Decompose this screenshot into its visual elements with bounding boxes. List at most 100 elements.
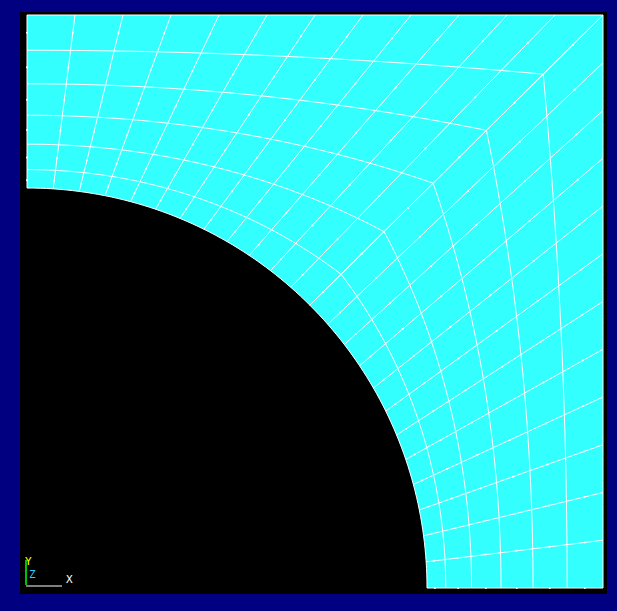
mesh-line	[180, 15, 315, 218]
mesh-node	[405, 428, 407, 430]
mesh-node	[394, 403, 396, 405]
mesh-node	[211, 109, 213, 111]
mesh-node	[436, 39, 438, 41]
mesh-node	[191, 70, 193, 72]
mesh-node	[354, 82, 356, 84]
mesh-node	[582, 405, 584, 407]
mesh-node	[311, 224, 313, 226]
mesh-node	[549, 587, 551, 589]
mesh-node	[26, 99, 28, 101]
mesh-node	[483, 520, 485, 522]
mesh-node	[375, 277, 377, 279]
mesh-node	[457, 357, 459, 359]
mesh-line	[27, 84, 486, 131]
mesh-node	[580, 269, 582, 271]
mesh-node	[430, 265, 432, 267]
mesh-node	[577, 179, 579, 181]
mesh-line	[105, 15, 171, 196]
mesh-line	[156, 15, 267, 209]
mesh-node	[192, 143, 194, 145]
mesh-node	[349, 184, 351, 186]
mesh-node	[540, 341, 542, 343]
mesh-line	[310, 15, 603, 305]
mesh-node	[484, 554, 486, 556]
mesh-node	[256, 157, 258, 159]
mesh-node	[458, 156, 460, 158]
mesh-node	[72, 32, 74, 34]
mesh-node	[572, 44, 574, 46]
mesh-node	[126, 134, 128, 136]
mesh-node	[572, 44, 574, 46]
axis-label: Z	[29, 569, 36, 581]
mesh-node	[458, 156, 460, 158]
mesh-node	[419, 236, 421, 238]
mesh-node	[116, 163, 118, 165]
mesh-node	[355, 132, 357, 134]
mesh-node	[285, 212, 287, 214]
mesh-node	[339, 312, 341, 314]
plot-window	[20, 12, 607, 594]
mesh-node	[583, 450, 585, 452]
mesh-node	[383, 379, 385, 381]
mesh-node	[63, 99, 65, 101]
mesh-node	[138, 103, 140, 105]
mesh-node	[26, 156, 28, 158]
mesh-line	[27, 115, 433, 183]
mesh-node	[361, 253, 363, 255]
mesh-node	[528, 220, 530, 222]
mesh-node	[435, 91, 437, 93]
mesh-node	[454, 527, 456, 529]
mesh-line	[397, 302, 603, 435]
mesh-node	[584, 541, 586, 543]
mesh-node	[542, 382, 544, 384]
mesh-node	[185, 208, 187, 210]
mesh-line	[486, 130, 533, 588]
mesh-node	[575, 134, 577, 136]
mesh-node	[547, 463, 549, 465]
mesh-node	[174, 174, 176, 176]
mesh-node	[93, 131, 95, 133]
mesh-node	[513, 102, 515, 104]
mesh-node	[549, 546, 551, 548]
mesh-node	[482, 40, 484, 42]
mesh-node	[423, 382, 425, 384]
mesh-node	[413, 355, 415, 357]
plate-area	[27, 15, 603, 588]
mesh-node	[514, 513, 516, 515]
mesh-node	[322, 291, 324, 293]
mesh-line	[427, 588, 603, 589]
mesh-node	[318, 174, 320, 176]
mesh-line	[310, 305, 427, 588]
mesh-line	[27, 15, 28, 188]
mesh-node	[389, 302, 391, 304]
mesh-node	[209, 33, 211, 35]
mesh-node	[26, 129, 28, 131]
mesh-line	[79, 15, 123, 191]
mesh-node	[133, 192, 135, 194]
mesh-node	[446, 468, 448, 470]
mesh-node	[574, 89, 576, 91]
mesh-node	[163, 33, 165, 35]
mesh-node	[431, 533, 433, 535]
mesh-node	[210, 219, 212, 221]
mesh-node	[449, 326, 451, 328]
mesh-node	[505, 402, 507, 404]
mesh-node	[175, 105, 177, 107]
mesh-node	[451, 497, 453, 499]
mesh-node	[407, 207, 409, 209]
mesh-node	[255, 34, 257, 36]
mesh-line	[360, 158, 603, 366]
axis-label: X	[66, 574, 73, 586]
mesh-node	[302, 274, 304, 276]
mesh-node	[101, 100, 103, 102]
mesh-node	[300, 35, 302, 37]
mesh-node	[259, 201, 261, 203]
mesh-node	[407, 207, 409, 209]
mesh-node	[512, 476, 514, 478]
mesh-node	[584, 587, 586, 589]
mesh-node	[86, 159, 88, 161]
mesh-node	[414, 453, 416, 455]
mesh-node	[355, 333, 357, 335]
mesh-node	[548, 505, 550, 507]
